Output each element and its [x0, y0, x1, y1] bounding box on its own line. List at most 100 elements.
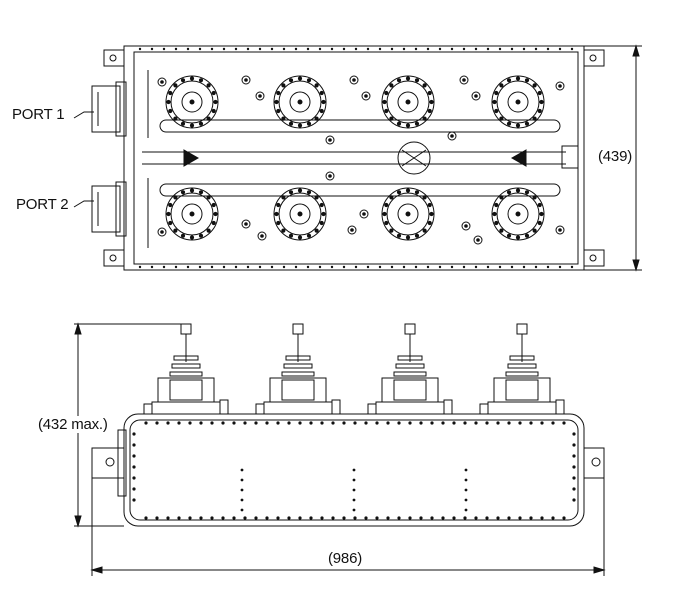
rivet [177, 421, 181, 425]
rivet [397, 516, 401, 520]
resonator-cavity [491, 75, 545, 129]
rivet [510, 47, 514, 51]
rivet [177, 516, 181, 520]
rivet [150, 47, 154, 51]
rivet [486, 265, 490, 269]
tuning-assembly [367, 323, 453, 415]
rivet [132, 487, 136, 491]
rivet [464, 478, 468, 482]
rivet [518, 421, 522, 425]
tuning-screw [257, 231, 267, 241]
rivet [330, 265, 334, 269]
rivet [486, 47, 490, 51]
rivet [331, 516, 335, 520]
front-ear-left [91, 429, 127, 497]
rivet [546, 265, 550, 269]
rivet [474, 516, 478, 520]
rivet [166, 516, 170, 520]
rivet [450, 47, 454, 51]
rivet [572, 432, 576, 436]
rivet [408, 421, 412, 425]
rivet [276, 421, 280, 425]
rivet [309, 516, 313, 520]
rivet [320, 516, 324, 520]
resonator-cavity [273, 187, 327, 241]
rivet [354, 47, 358, 51]
rivet [221, 421, 225, 425]
rivet [265, 421, 269, 425]
rivet [318, 47, 322, 51]
tuning-screw [241, 219, 251, 229]
rivet [294, 47, 298, 51]
rivet [234, 47, 238, 51]
tuning-screw [325, 171, 335, 181]
rivet [294, 265, 298, 269]
port1-leader [73, 111, 94, 119]
rivet [306, 265, 310, 269]
rivet [240, 508, 244, 512]
rivet [441, 421, 445, 425]
rivet [331, 421, 335, 425]
rivet [452, 421, 456, 425]
rivet [419, 516, 423, 520]
rivet [366, 47, 370, 51]
rivet [342, 421, 346, 425]
rivet [464, 498, 468, 502]
rivet [462, 265, 466, 269]
tuning-screws [157, 75, 565, 245]
rivet [498, 265, 502, 269]
rivet [450, 265, 454, 269]
rivet [430, 421, 434, 425]
rivet [426, 47, 430, 51]
rivet [174, 265, 178, 269]
resonator-cavity [381, 75, 435, 129]
front-height-dimension-label: (432 max.) [36, 416, 110, 433]
resonator-cavity [381, 187, 435, 241]
tuning-screw [359, 209, 369, 219]
mounting-ear-top-right [583, 49, 605, 67]
rivet [438, 47, 442, 51]
rivet [352, 478, 356, 482]
rivet [138, 265, 142, 269]
rivet [155, 516, 159, 520]
rivet [246, 265, 250, 269]
rivet [572, 465, 576, 469]
rivet [529, 516, 533, 520]
resonator-cavity [491, 187, 545, 241]
rivet [342, 47, 346, 51]
rivet [570, 47, 574, 51]
rivet [426, 265, 430, 269]
rivet [419, 421, 423, 425]
rivet [572, 454, 576, 458]
rivet [390, 47, 394, 51]
rivet [318, 265, 322, 269]
tuning-assembly [255, 323, 341, 415]
rivet [464, 468, 468, 472]
rivet [474, 421, 478, 425]
tuning-screw [461, 221, 471, 231]
resonator-cavities [165, 75, 545, 241]
rivet [352, 508, 356, 512]
rivet [551, 516, 555, 520]
rivet [188, 516, 192, 520]
front-view [91, 323, 605, 527]
rivet [186, 265, 190, 269]
rivet [199, 516, 203, 520]
rivet [198, 265, 202, 269]
tuning-screw [361, 91, 371, 101]
rivet [186, 47, 190, 51]
rivet [402, 265, 406, 269]
rivet [174, 47, 178, 51]
tuning-screw [555, 81, 565, 91]
rivet [132, 432, 136, 436]
rivet [572, 443, 576, 447]
rivet [540, 516, 544, 520]
tuning-screw [241, 75, 251, 85]
rivet [320, 421, 324, 425]
rivet [258, 265, 262, 269]
rivet [534, 265, 538, 269]
rivet [464, 508, 468, 512]
top-rivet-rows [138, 47, 574, 269]
rivet [210, 265, 214, 269]
rivet [298, 516, 302, 520]
